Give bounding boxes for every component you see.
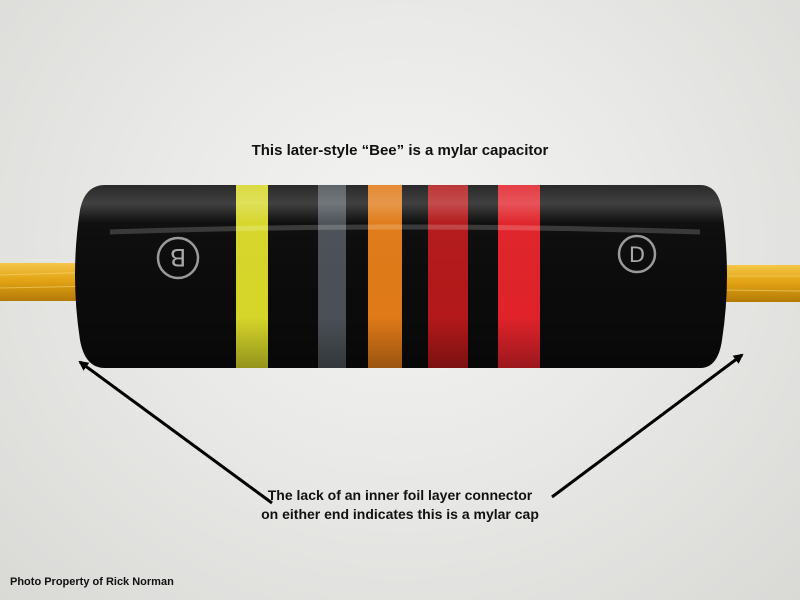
svg-text:D: D xyxy=(629,243,645,267)
right-arrow-icon xyxy=(551,353,744,499)
photo-title: This later-style “Bee” is a mylar capaci… xyxy=(251,142,549,159)
capacitor-body xyxy=(75,185,727,368)
left-arrow-icon xyxy=(78,360,273,505)
photo-caption: The lack of an inner foil layer connecto… xyxy=(220,486,580,524)
caption-line-2: on either end indicates this is a mylar … xyxy=(261,506,539,522)
caption-line-1: The lack of an inner foil layer connecto… xyxy=(267,487,533,503)
photo-credit: Photo Property of Rick Norman xyxy=(10,576,174,588)
d-marking-icon: D xyxy=(617,234,657,274)
svg-text:B: B xyxy=(170,243,186,271)
right-lead xyxy=(721,265,800,302)
b-marking-icon: B xyxy=(156,236,200,280)
